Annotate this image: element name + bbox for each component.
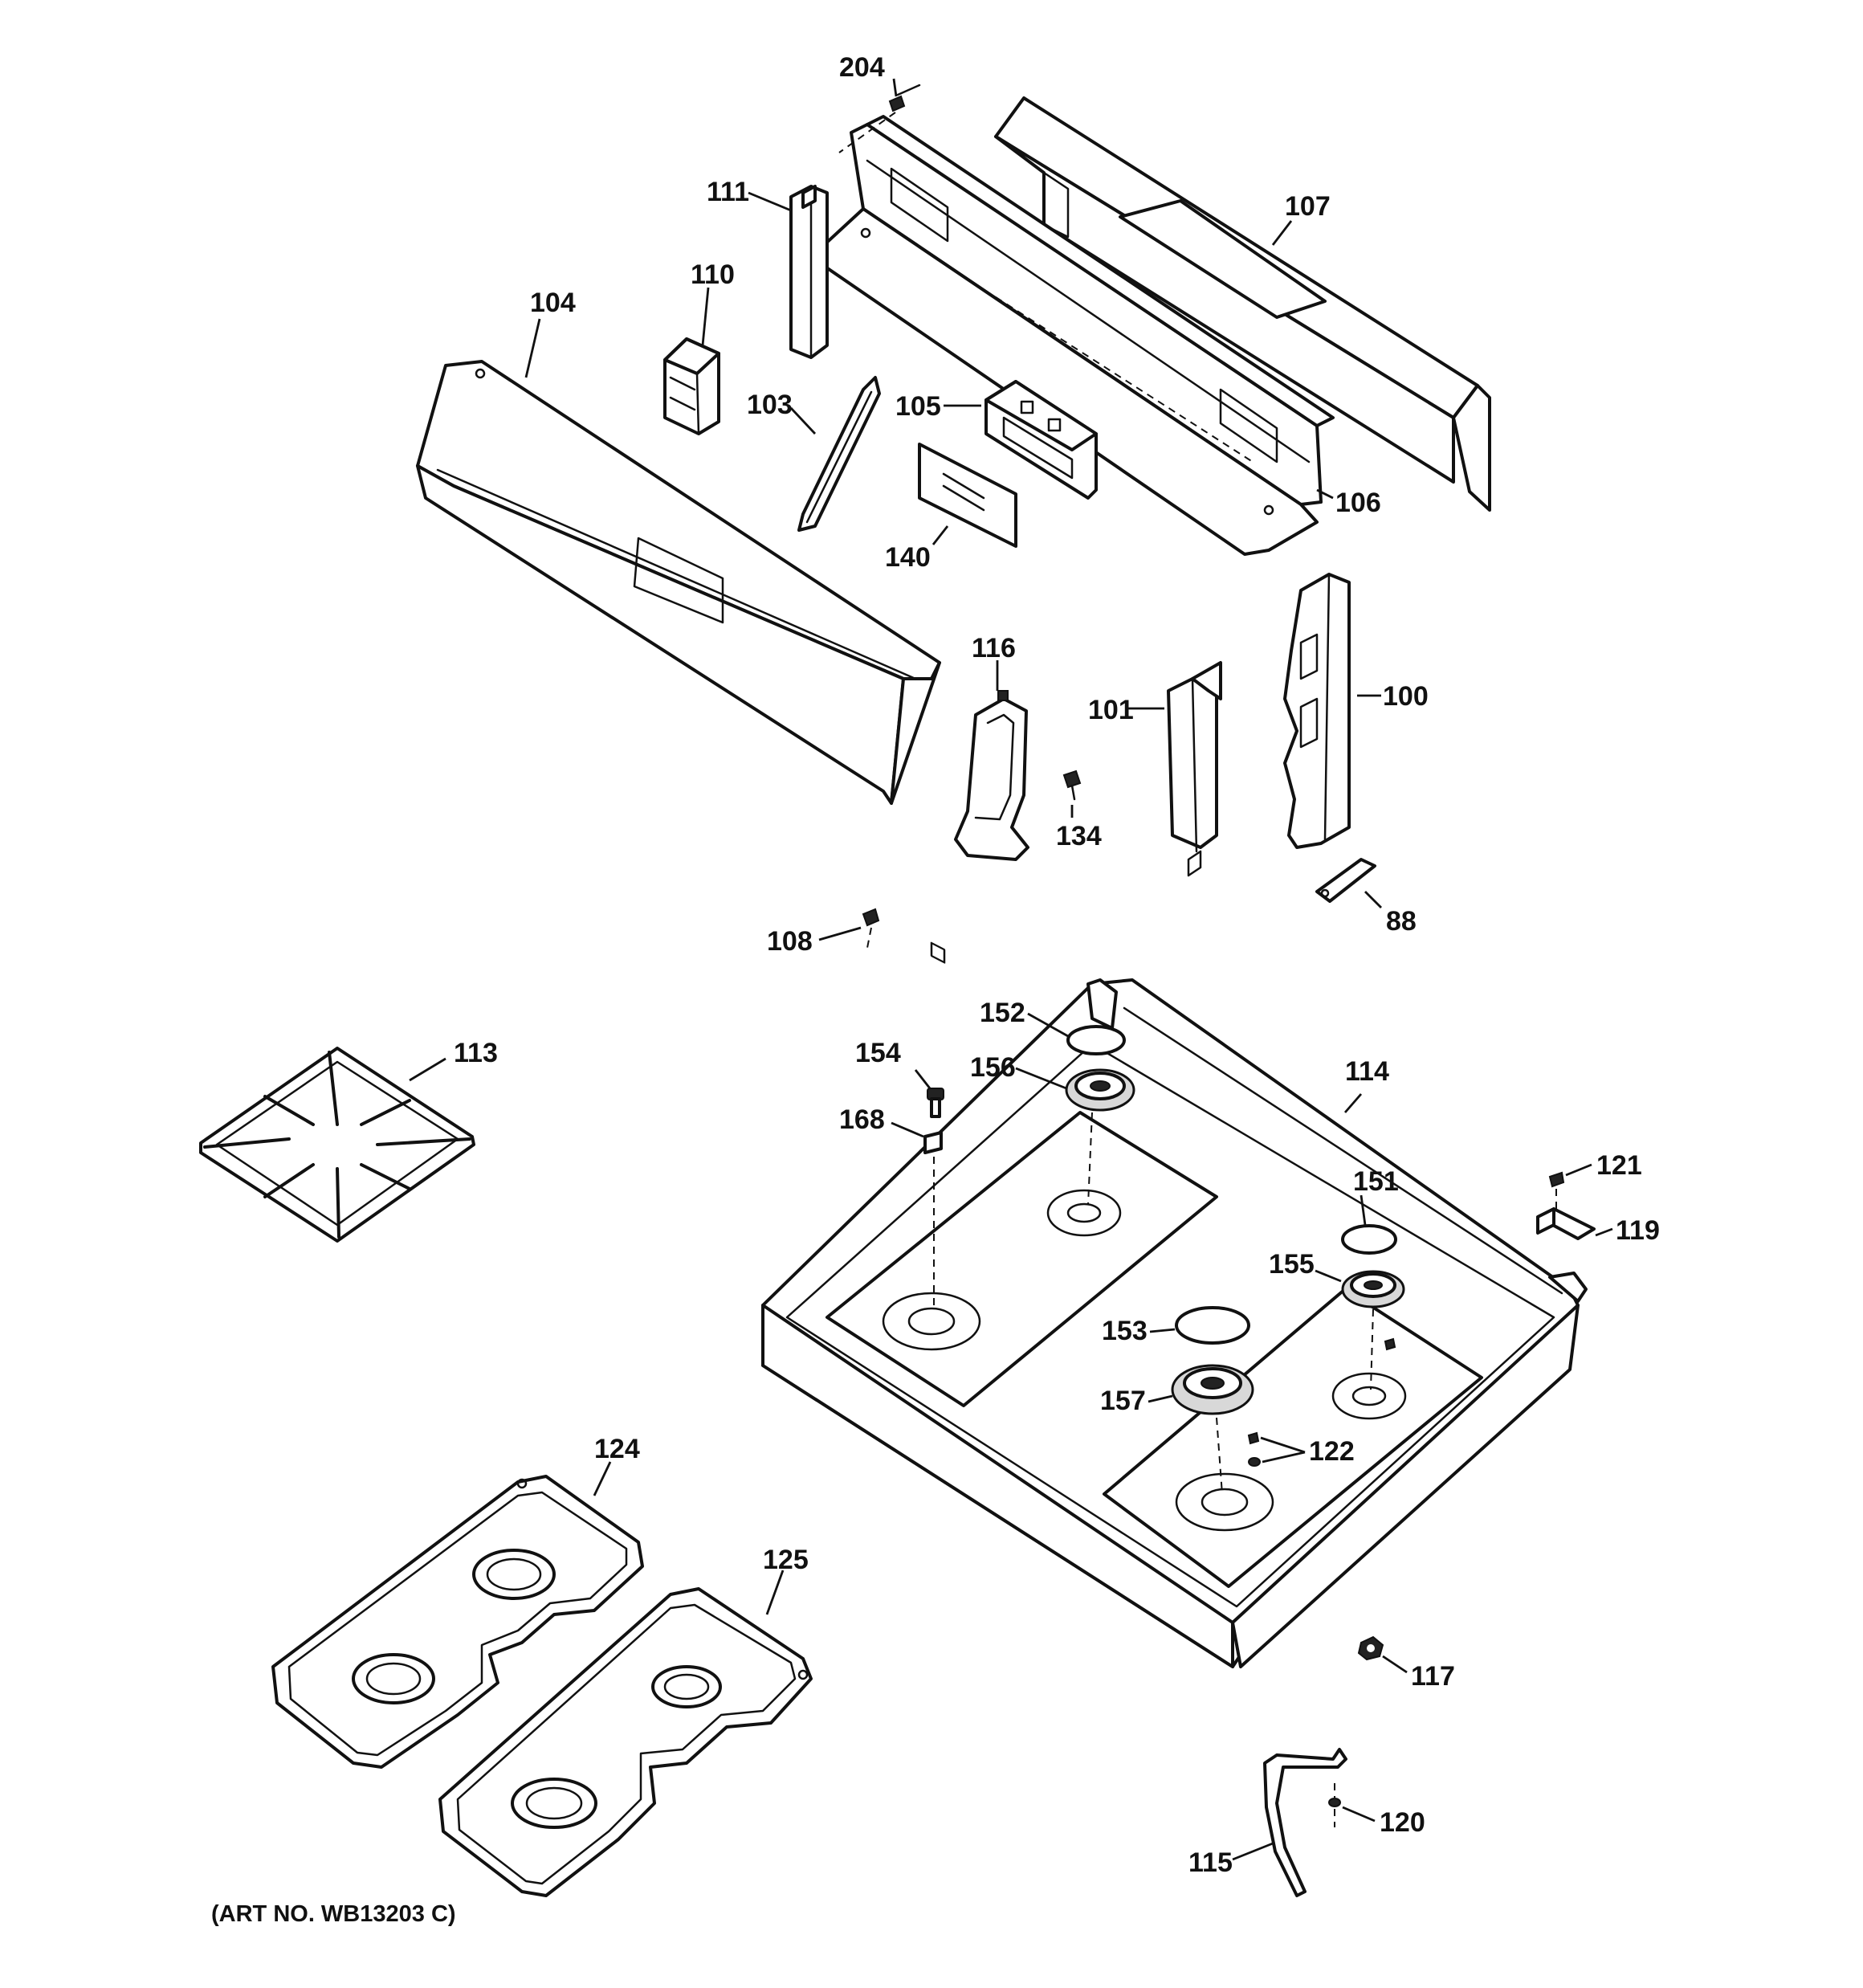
callout-101: 101 [1088,695,1134,725]
screw-108 [862,908,880,949]
callout-100: 100 [1383,681,1429,712]
bracket-119 [1536,1207,1596,1240]
nut-117 [1357,1635,1384,1661]
callout-156: 156 [970,1052,1016,1083]
burner-cap-152 [1066,1025,1126,1055]
rod-115 [1263,1748,1347,1897]
burner-cap-151 [1341,1224,1397,1255]
callout-151: 151 [1353,1166,1399,1197]
control-panel-104 [416,360,941,805]
callout-119: 119 [1616,1215,1660,1246]
callout-108: 108 [767,926,813,957]
drip-pan-125 [438,1587,813,1897]
callout-152: 152 [980,998,1025,1028]
callout-121: 121 [1596,1150,1642,1181]
burner-cap-153 [1175,1306,1250,1345]
side-bracket-101 [1167,661,1222,877]
callout-114: 114 [1345,1056,1389,1087]
callout-106: 106 [1335,488,1381,518]
callout-155: 155 [1269,1249,1315,1280]
screw-120 [1328,1783,1341,1827]
module-110 [663,337,720,435]
callout-116: 116 [972,633,1016,663]
callout-125: 125 [763,1545,809,1575]
callout-157: 157 [1100,1386,1146,1416]
callout-103: 103 [747,390,793,420]
callout-88: 88 [1386,906,1417,937]
callout-168: 168 [839,1104,885,1135]
leader-lines [409,78,1613,1861]
burner-head-156 [1065,1068,1135,1206]
screw-134 [1062,769,1082,801]
callout-111: 111 [707,177,749,207]
top-trim-panel-107 [994,96,1491,512]
clip-88 [1315,858,1376,903]
cooktop-114 [761,978,1588,1668]
callout-115: 115 [1188,1847,1233,1878]
callout-105: 105 [895,391,941,422]
screws-122 [1247,1337,1396,1467]
callout-120: 120 [1380,1807,1425,1838]
callout-113: 113 [454,1038,498,1068]
callout-154: 154 [855,1038,901,1068]
callout-117: 117 [1411,1661,1455,1692]
callout-134: 134 [1056,821,1102,851]
overlay-140 [918,443,1017,964]
support-rod-103 [797,376,881,532]
callout-104: 104 [530,288,576,318]
electrode-168 [923,1131,943,1309]
burner-head-155 [1341,1270,1405,1390]
callout-204: 204 [839,52,885,83]
screw-121 [1548,1171,1565,1213]
callout-122: 122 [1309,1436,1355,1467]
callout-153: 153 [1102,1316,1148,1346]
burner-head-157 [1171,1364,1254,1495]
callout-124: 124 [594,1434,640,1464]
art-number: (ART NO. WB13203 C) [211,1901,456,1927]
screw-204 [838,84,921,153]
callout-107: 107 [1285,191,1331,222]
callout-140: 140 [885,542,931,573]
drip-pan-124 [271,1475,644,1769]
grate-113 [199,1047,475,1243]
electrode-154 [927,1088,944,1118]
callout-labels: 204 111 107 110 104 103 105 106 140 116 … [211,52,1660,1927]
bracket-111 [789,185,829,359]
callout-110: 110 [691,259,735,290]
backguard-106 [809,115,1335,556]
side-trim-116 [954,690,1029,861]
side-panel-100 [1283,573,1351,849]
electronic-control-105 [984,380,1098,500]
